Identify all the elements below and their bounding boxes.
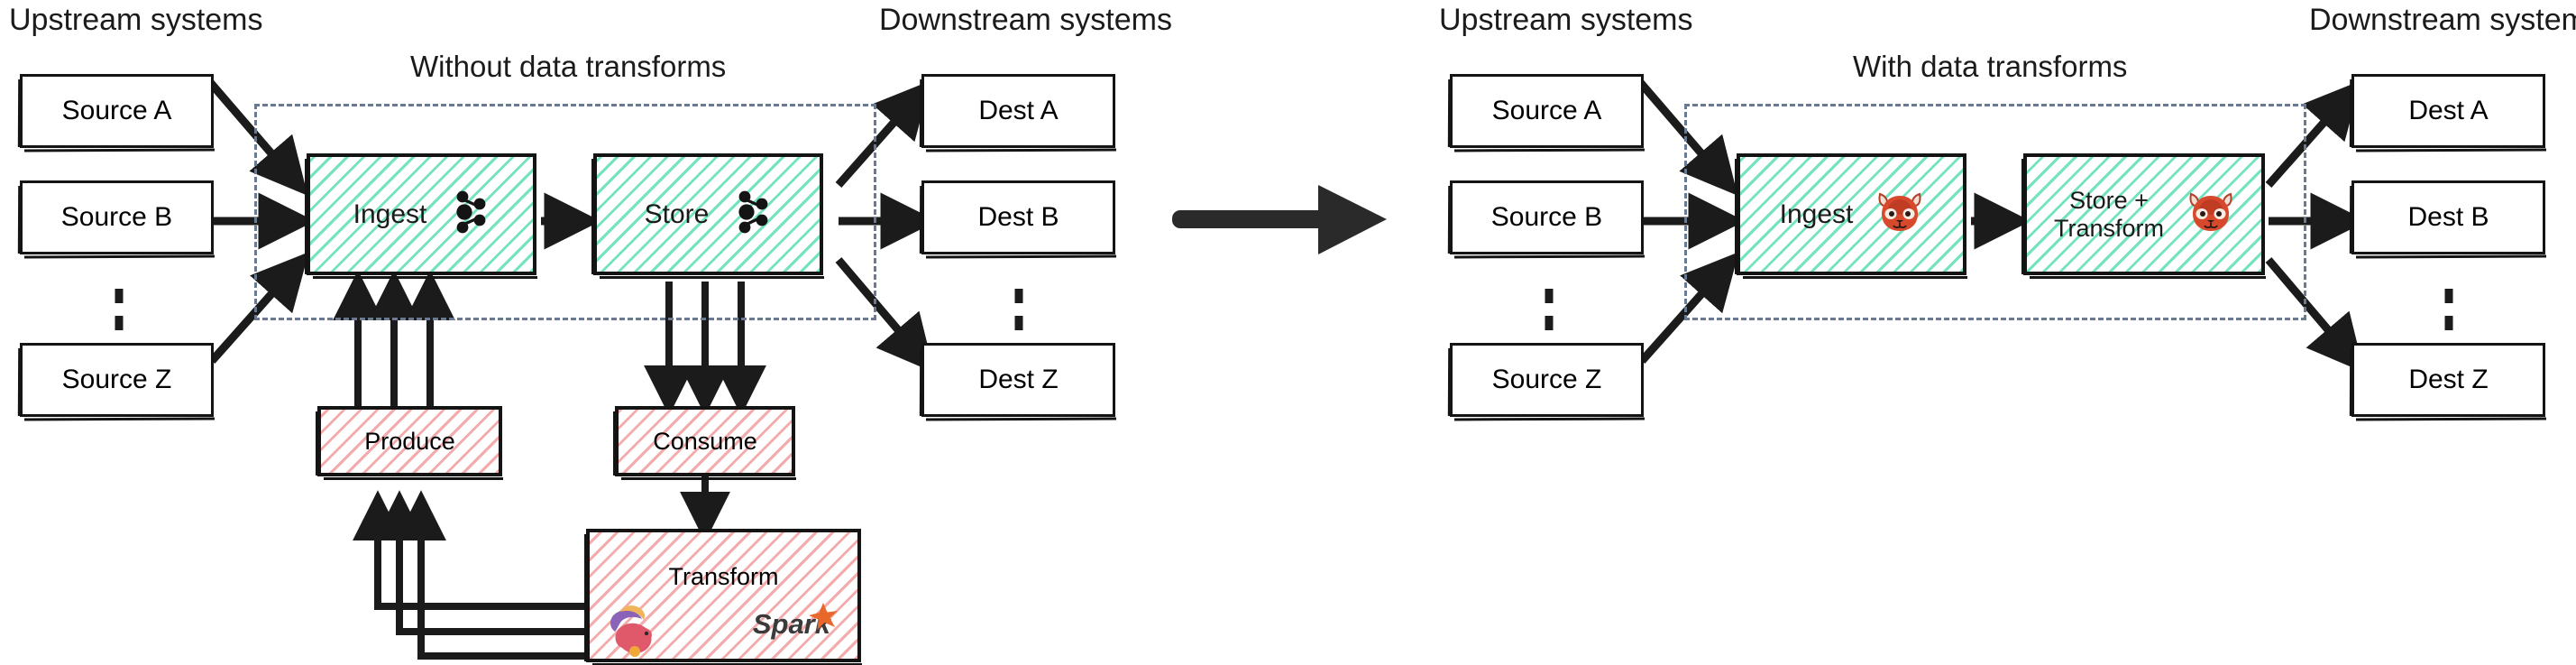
source-label: Source Z	[61, 365, 172, 394]
dest-label: Dest B	[2407, 202, 2489, 232]
store-box-left[interactable]: Store	[591, 153, 824, 279]
dest-label: Dest B	[977, 202, 1059, 232]
transform-box[interactable]: Transform Spark	[584, 529, 862, 665]
upstream-header-left: Upstream systems	[9, 3, 263, 37]
redpanda-icon	[2187, 190, 2234, 238]
upstream-header-right: Upstream systems	[1439, 3, 1693, 37]
ingest-box-left[interactable]: Ingest	[305, 153, 537, 279]
source-label: Source B	[1490, 202, 1603, 232]
panel-title-left: Without data transforms	[410, 50, 727, 83]
source-label: Source Z	[1491, 365, 1602, 394]
kafka-icon	[732, 189, 772, 239]
redpanda-icon	[1876, 190, 1923, 238]
produce-label: Produce	[364, 427, 455, 455]
dest-box-b-left[interactable]: Dest B	[921, 180, 1115, 254]
dest-box-z-left[interactable]: Dest Z	[921, 343, 1115, 417]
dest-box-a-left[interactable]: Dest A	[921, 74, 1115, 148]
pipeline-boundary-right	[1684, 104, 2306, 320]
ingest-label: Ingest	[1779, 199, 1854, 229]
source-label: Source A	[61, 96, 172, 125]
store-label: Store	[644, 199, 710, 229]
source-label: Source B	[60, 202, 173, 232]
dest-label: Dest A	[978, 96, 1059, 125]
pipeline-boundary-left	[254, 104, 876, 320]
consume-box[interactable]: Consume	[613, 406, 796, 480]
store-transform-label: Store + Transform	[2053, 186, 2164, 242]
spark-icon	[737, 601, 845, 658]
source-box-z-left[interactable]: Source Z	[20, 343, 214, 417]
kafka-icon	[450, 189, 490, 239]
consume-label: Consume	[653, 427, 757, 455]
store-transform-box-right[interactable]: Store + Transform	[2021, 153, 2266, 279]
source-box-b-right[interactable]: Source B	[1450, 180, 1644, 254]
ingest-label: Ingest	[353, 199, 427, 229]
transform-label: Transform	[668, 563, 779, 590]
source-box-a-left[interactable]: Source A	[20, 74, 214, 148]
dest-box-b-right[interactable]: Dest B	[2351, 180, 2545, 254]
dest-label: Dest A	[2408, 96, 2489, 125]
downstream-header-left: Downstream systems	[879, 3, 1172, 37]
transition-arrow	[1172, 185, 1387, 254]
produce-box[interactable]: Produce	[316, 406, 503, 480]
source-box-a-right[interactable]: Source A	[1450, 74, 1644, 148]
ingest-box-right[interactable]: Ingest	[1735, 153, 1967, 279]
panel-title-right: With data transforms	[1853, 50, 2128, 83]
dest-label: Dest Z	[2408, 365, 2489, 394]
transform-to-produce-elbows	[353, 490, 591, 660]
dest-box-a-right[interactable]: Dest A	[2351, 74, 2545, 148]
dest-label: Dest Z	[978, 365, 1059, 394]
source-label: Source A	[1491, 96, 1602, 125]
source-box-z-right[interactable]: Source Z	[1450, 343, 1644, 417]
flink-icon	[602, 601, 662, 661]
dest-box-z-right[interactable]: Dest Z	[2351, 343, 2545, 417]
downstream-header-right: Downstream systems	[2309, 3, 2576, 37]
source-box-b-left[interactable]: Source B	[20, 180, 214, 254]
